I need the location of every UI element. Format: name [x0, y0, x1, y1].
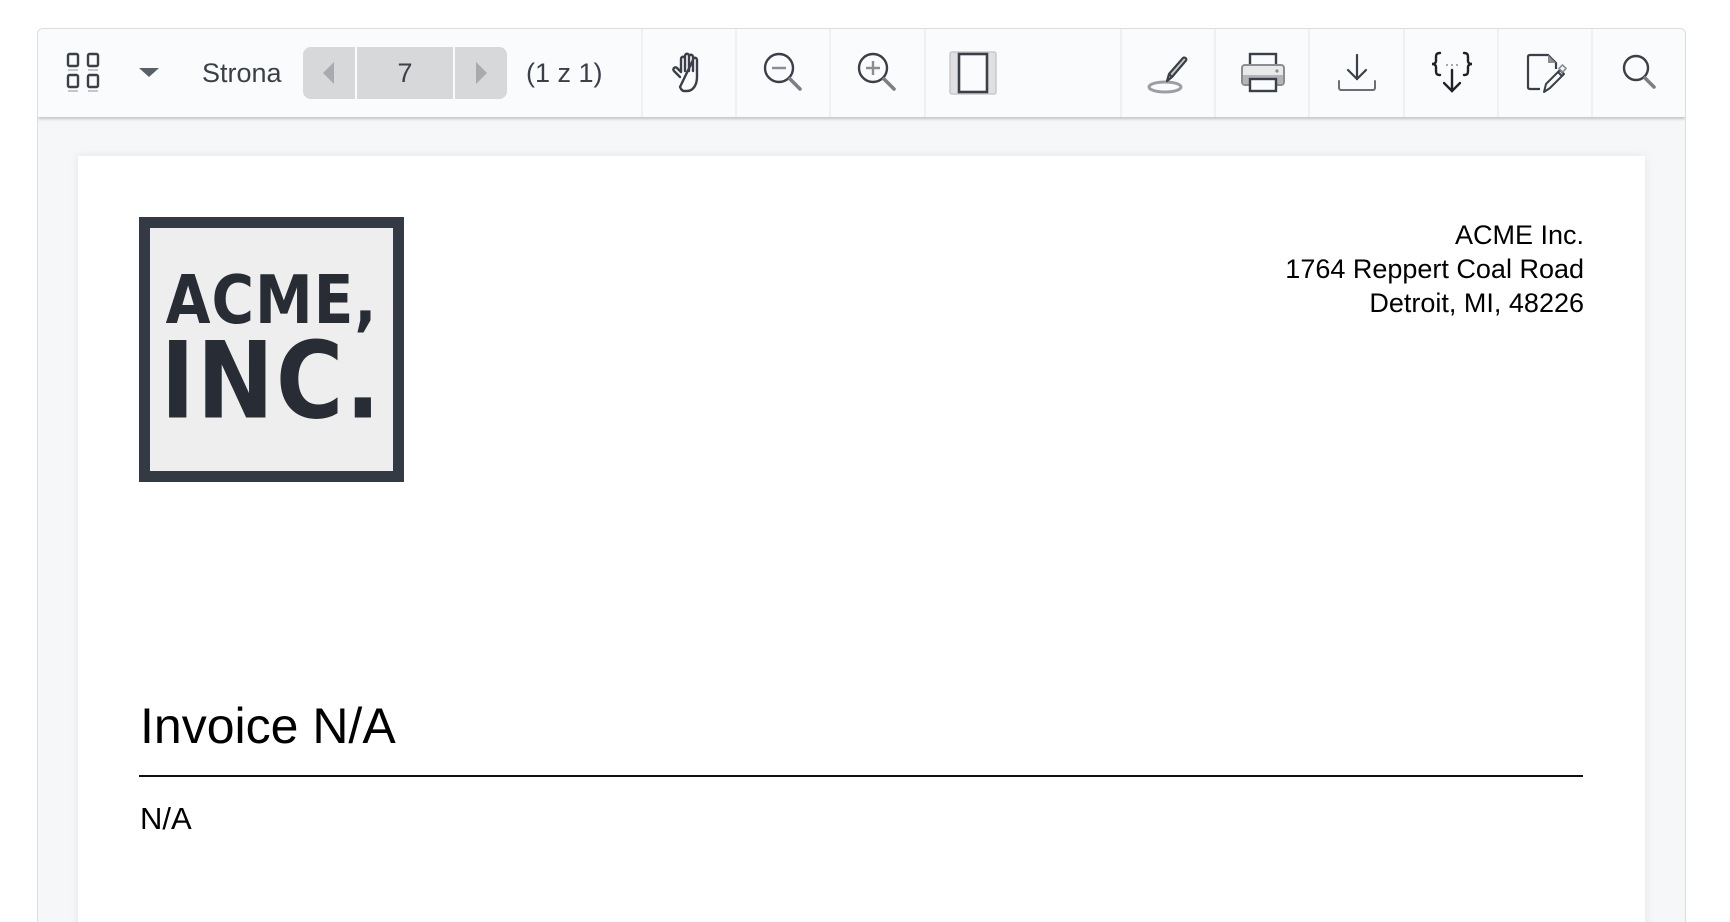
- toolbar-divider: [1120, 29, 1122, 117]
- toolbar-divider: [641, 29, 643, 117]
- zoom-out-icon: [763, 52, 802, 91]
- page-number-input[interactable]: [357, 47, 453, 99]
- logo-text-line1: ACME,: [165, 261, 378, 340]
- next-page-button[interactable]: [455, 47, 507, 99]
- download-button[interactable]: [1310, 29, 1404, 117]
- zoom-out-button[interactable]: [737, 29, 831, 117]
- invoice-title: Invoice N/A: [140, 698, 396, 754]
- signature-pen-icon: [1147, 56, 1188, 94]
- toolbar-divider: [829, 29, 831, 117]
- toolbar: Strona (1 z 1): [38, 29, 1685, 117]
- printer-icon: [1241, 52, 1285, 93]
- toolbar-divider: [1214, 29, 1216, 117]
- hand-icon: [672, 52, 699, 93]
- page-number-field[interactable]: [357, 47, 453, 99]
- company-address: ACME Inc. 1764 Reppert Coal Road Detroit…: [1285, 218, 1584, 320]
- caret-down-icon: [139, 68, 159, 77]
- company-street: 1764 Reppert Coal Road: [1285, 254, 1584, 284]
- invoice-subtitle: N/A: [140, 801, 192, 836]
- pager-separator: [453, 47, 455, 99]
- toolbar-divider: [924, 29, 926, 117]
- export-data-button[interactable]: [1405, 29, 1499, 117]
- toolbar-divider: [1308, 29, 1310, 117]
- page-label: Strona: [202, 57, 282, 88]
- toolbar-divider: [1497, 29, 1499, 117]
- search-button[interactable]: [1593, 29, 1685, 117]
- document-edit-icon: [1526, 53, 1567, 93]
- grid-icon: [66, 52, 100, 92]
- sign-button[interactable]: [1122, 29, 1216, 117]
- download-icon: [1338, 53, 1376, 91]
- pdf-viewer: Strona (1 z 1): [37, 28, 1686, 922]
- company-name: ACME Inc.: [1454, 220, 1584, 250]
- logo-plate: ACME, INC.: [150, 228, 393, 471]
- pan-tool-button[interactable]: [643, 29, 737, 117]
- toolbar-divider: [1403, 29, 1405, 117]
- view-menu-button[interactable]: [134, 59, 164, 87]
- page-navigator: [303, 47, 507, 99]
- company-city: Detroit, MI, 48226: [1369, 288, 1584, 318]
- toolbar-divider: [1591, 29, 1593, 117]
- fit-page-button[interactable]: [926, 29, 1020, 117]
- company-logo: ACME, INC.: [139, 217, 404, 482]
- triangle-left-icon: [323, 62, 334, 84]
- print-button[interactable]: [1216, 29, 1310, 117]
- page-count: (1 z 1): [526, 57, 603, 88]
- zoom-in-icon: [857, 52, 896, 91]
- search-icon: [1622, 54, 1656, 89]
- thumbnails-button[interactable]: [62, 47, 104, 99]
- zoom-in-button[interactable]: [831, 29, 925, 117]
- toolbar-divider: [735, 29, 737, 117]
- logo-text-line2: INC.: [160, 320, 383, 444]
- edit-document-button[interactable]: [1499, 29, 1593, 117]
- previous-page-button[interactable]: [303, 47, 355, 99]
- triangle-right-icon: [476, 62, 487, 84]
- export-json-icon: [1431, 51, 1473, 93]
- pager-separator: [355, 47, 357, 99]
- document-page: ACME, INC. ACME Inc. 1764 Reppert Coal R…: [78, 156, 1645, 922]
- fit-page-icon: [949, 51, 997, 95]
- title-divider: [139, 775, 1583, 777]
